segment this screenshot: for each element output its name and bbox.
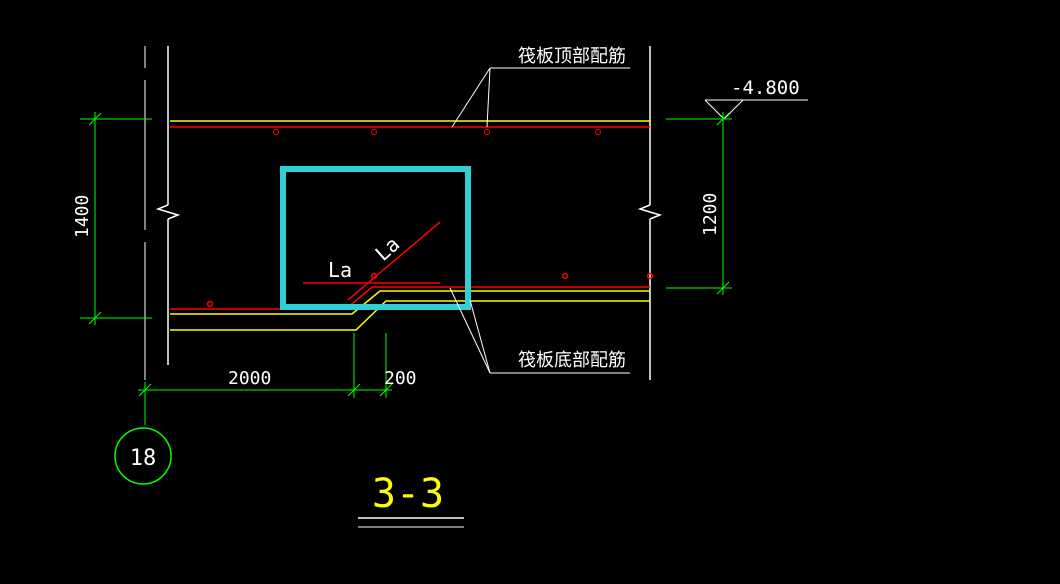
right-break-line: [637, 46, 663, 380]
top-rebar-group: [170, 120, 650, 135]
left-dimension-label: 1400: [72, 195, 93, 238]
left-dimension: [80, 112, 152, 325]
anchor-rebar-diagonal: [347, 221, 441, 301]
highlight-box: [280, 166, 471, 310]
top-rebar-leader: [451, 67, 630, 128]
bottom-rebar-leader: [449, 287, 630, 374]
bottom-rebar-label: 筏板底部配筋: [518, 350, 626, 371]
bottom-rebar-dot: [370, 272, 378, 280]
axis-number: 18: [130, 446, 157, 471]
axis-bubble: [114, 427, 172, 485]
bottom-dimension-label-left: 2000: [228, 368, 271, 389]
top-rebar-dot: [595, 129, 601, 135]
section-title: 3-3: [372, 471, 444, 517]
bottom-rebar-group: [170, 221, 654, 310]
top-rebar-dot: [371, 129, 377, 135]
elevation-label: -4.800: [731, 77, 800, 99]
section-title-underline: [358, 517, 464, 528]
anchor-label-horizontal: La: [328, 258, 352, 282]
left-break-line: [155, 46, 181, 365]
right-dimension-label: 1200: [700, 193, 721, 236]
right-dimension: [666, 112, 732, 295]
bottom-rebar-dot: [206, 300, 214, 308]
elevation-marker: [704, 99, 808, 120]
bottom-rebar-dot: [561, 272, 569, 280]
top-rebar-label: 筏板顶部配筋: [518, 46, 626, 67]
bottom-rebar-dot: [646, 272, 654, 280]
bottom-dimension-label-right: 200: [384, 368, 417, 389]
top-rebar-dot: [273, 129, 279, 135]
bottom-slab-lines: [170, 290, 650, 331]
bottom-dimension: [138, 333, 393, 425]
anchor-label-diagonal: La: [370, 232, 404, 266]
top-rebar-dot: [484, 129, 490, 135]
